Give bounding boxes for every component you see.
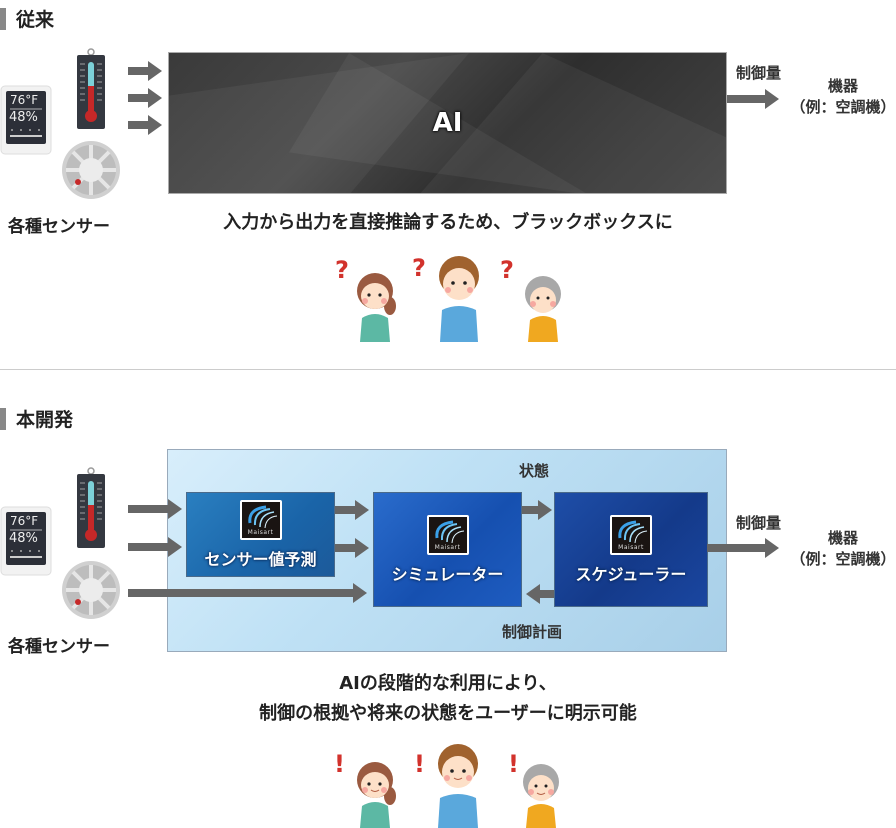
thermostat-icon: 76°F 48% (0, 506, 52, 576)
section-divider (0, 369, 896, 370)
section-title-text: 従来 (16, 9, 55, 31)
output-arrow (707, 538, 779, 558)
control-plan-label: 制御計画 (502, 623, 563, 641)
caption-line-1: AIの段階的な利用により、 (339, 673, 557, 694)
section-marker (0, 407, 6, 430)
section-title-new-development: 本開発 (0, 405, 73, 432)
question-mark-icon: ? (335, 256, 349, 284)
exclamation-mark-icon: ! (334, 750, 345, 778)
device-name: 機器 (827, 529, 858, 547)
elderly-woman-icon (523, 764, 559, 828)
section-title-text: 本開発 (16, 409, 74, 431)
sensors-label: 各種センサー (8, 637, 110, 657)
module-sensor-prediction: Maisart センサー値予測 (186, 492, 335, 577)
thermometer-icon (76, 48, 106, 134)
device-example: （例：空調機） (790, 98, 896, 116)
new-dev-caption: AIの段階的な利用により、 制御の根拠や将来の状態をユーザーに明示可能 (0, 669, 896, 729)
thermometer-icon (76, 467, 106, 553)
thermostat-temperature: 76°F (10, 514, 39, 528)
question-mark-icon: ? (500, 256, 514, 284)
output-label: 制御量 (736, 64, 782, 82)
input-arrow (128, 115, 162, 135)
module-name: シミュレーター (391, 564, 504, 584)
input-arrow (128, 61, 162, 81)
logo-text: Maisart (618, 543, 644, 551)
thermostat-humidity: 48% (9, 110, 38, 125)
maisart-logo-icon: Maisart (610, 514, 652, 555)
caption-line-2: 制御の根拠や将来の状態をユーザーに明示可能 (259, 703, 637, 724)
maisart-logo-icon: Maisart (239, 499, 282, 540)
module-simulator: Maisart シミュレーター (373, 492, 522, 607)
conventional-caption: 入力から出力を直接推論するため、ブラックボックスに (223, 212, 673, 233)
ai-black-box: AI (168, 52, 727, 194)
module-scheduler: Maisart スケジューラー (554, 492, 708, 607)
woman-icon (357, 273, 396, 342)
input-arrow (128, 537, 182, 557)
input-arrow (128, 88, 162, 108)
section-title-conventional: 従来 (0, 5, 54, 32)
ai-label: AI (432, 108, 463, 138)
satisfied-users-illustration: ! ! ! (330, 740, 570, 828)
flow-arrow (335, 538, 369, 558)
module-name: センサー値予測 (204, 549, 317, 569)
output-arrow (727, 89, 779, 109)
logo-text: Maisart (434, 543, 461, 551)
device-label: 機器 （例：空調機） (790, 528, 896, 570)
thermostat-humidity: 48% (9, 531, 38, 546)
exclamation-mark-icon: ! (508, 750, 519, 778)
confused-users-illustration: ? ? ? (330, 252, 570, 342)
man-icon (438, 744, 478, 828)
flow-arrow (335, 500, 369, 520)
smoke-detector-icon (60, 140, 122, 204)
thermostat-icon: 76°F 48% (0, 85, 52, 155)
thermostat-temperature: 76°F (10, 93, 39, 107)
section-marker (0, 7, 6, 30)
device-example: （例：空調機） (790, 550, 896, 568)
state-label: 状態 (519, 462, 550, 480)
input-arrow-direct (128, 583, 367, 603)
sensors-label: 各種センサー (8, 217, 110, 237)
smoke-detector-icon (60, 560, 122, 624)
man-icon (439, 256, 479, 342)
exclamation-mark-icon: ! (414, 750, 425, 778)
module-name: スケジューラー (575, 564, 687, 584)
maisart-logo-icon: Maisart (426, 514, 469, 555)
input-arrow (128, 499, 182, 519)
device-name: 機器 (827, 77, 858, 95)
question-mark-icon: ? (412, 254, 426, 282)
logo-text: Maisart (247, 528, 274, 536)
output-label: 制御量 (736, 514, 782, 532)
state-arrow (522, 500, 552, 520)
elderly-woman-icon (525, 276, 561, 342)
control-plan-arrow (526, 584, 554, 604)
ai-system-box: 状態 制御計画 Maisart センサー値予測 Maisart シミュレーター (167, 449, 727, 652)
device-label: 機器 （例：空調機） (790, 76, 896, 118)
woman-icon (357, 762, 396, 828)
